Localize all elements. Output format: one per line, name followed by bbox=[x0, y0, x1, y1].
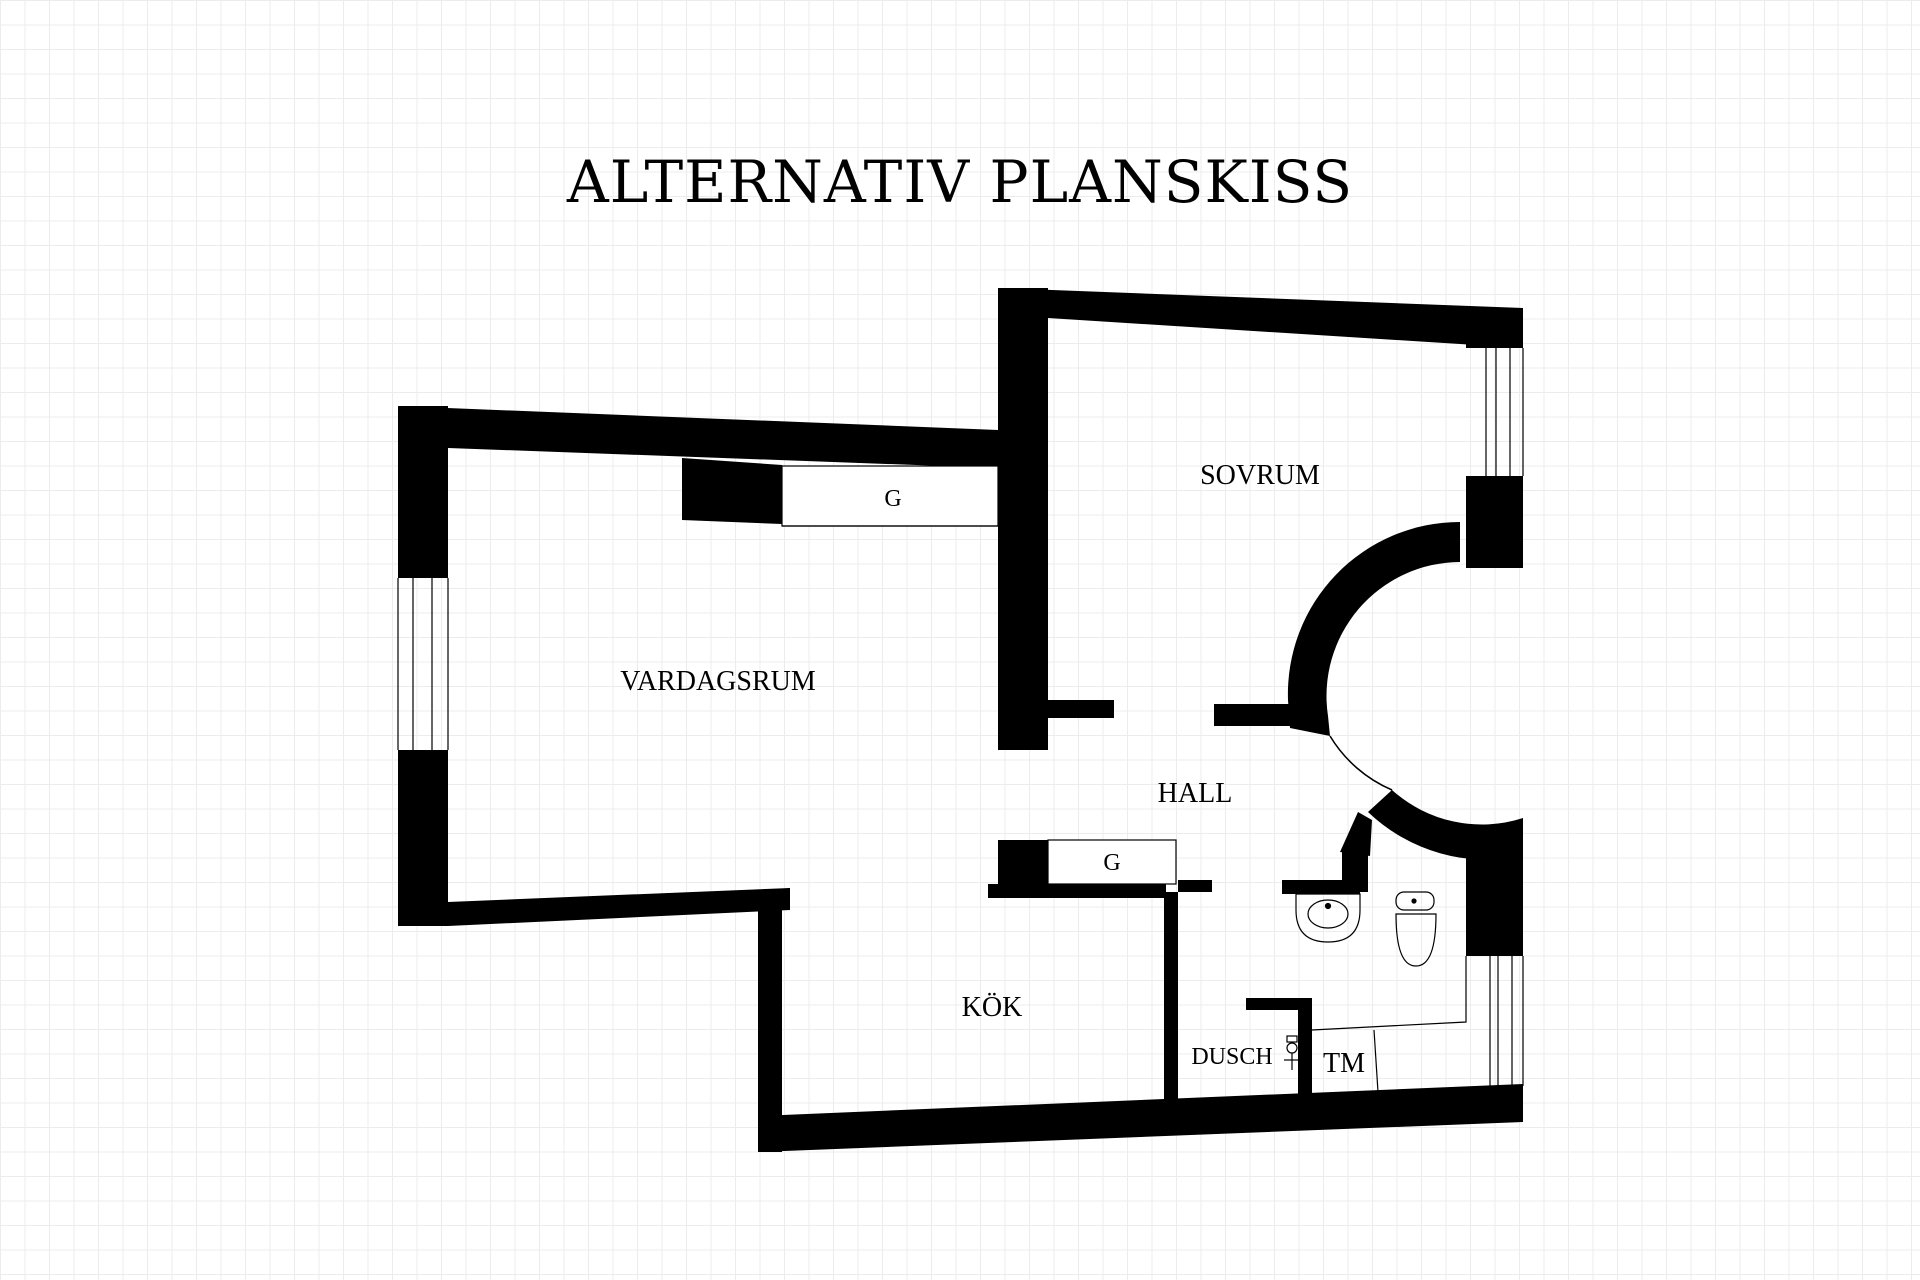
window-west bbox=[397, 578, 449, 750]
living-west-wall-lower bbox=[398, 750, 448, 926]
bedroom-north-wall bbox=[998, 288, 1523, 348]
bedroom-east-wall-mid bbox=[1466, 476, 1523, 568]
window-bath-east bbox=[1489, 956, 1524, 1086]
central-wall bbox=[998, 288, 1048, 750]
bedroom-stub-right bbox=[1214, 704, 1290, 726]
walls bbox=[398, 288, 1523, 1152]
bath-angled-wall bbox=[1340, 812, 1372, 856]
bath-north-wall bbox=[1282, 880, 1360, 894]
kitchen-west-wall bbox=[758, 892, 782, 1152]
room-label-dusch: DUSCH bbox=[1191, 1044, 1272, 1070]
living-south-wall-b bbox=[448, 888, 790, 926]
toilet-icon bbox=[1395, 891, 1437, 967]
chimney-block bbox=[682, 458, 782, 524]
curved-wall-arc-lower bbox=[1368, 790, 1523, 860]
room-label-tm: TM bbox=[1323, 1048, 1365, 1079]
room-label-hall: HALL bbox=[1158, 778, 1233, 809]
bath-fixtures bbox=[1284, 891, 1467, 1093]
windows bbox=[397, 348, 1524, 1086]
east-wall-lower bbox=[1466, 854, 1523, 956]
curved-wall-inner-line bbox=[1329, 735, 1393, 791]
room-labels: VARDAGSRUM SOVRUM HALL KÖK DUSCH TM bbox=[620, 460, 1365, 1079]
curved-wall-arc bbox=[1287, 522, 1460, 736]
room-label-kok: KÖK bbox=[962, 992, 1023, 1023]
tm-area-outline bbox=[1311, 956, 1467, 1031]
page-title: ALTERNATIV PLANSKISS bbox=[566, 148, 1354, 216]
bedroom-stub-left bbox=[1048, 700, 1114, 718]
tm-divider bbox=[1373, 1029, 1379, 1093]
living-north-wall bbox=[398, 406, 998, 468]
closet-lower-label: G bbox=[1103, 850, 1120, 876]
shower-partition-vertical bbox=[1298, 998, 1312, 1098]
room-label-vardagsrum: VARDAGSRUM bbox=[620, 666, 816, 697]
shower-partition-top bbox=[1246, 998, 1310, 1010]
closet-upper-label: G bbox=[884, 486, 901, 512]
curved-wall bbox=[1287, 522, 1523, 860]
kitchen-closet-pillar bbox=[998, 840, 1048, 884]
kitchen-north-wall-stub bbox=[1178, 880, 1212, 892]
window-bedroom-east bbox=[1485, 348, 1524, 476]
south-wall bbox=[758, 1084, 1523, 1152]
room-label-sovrum: SOVRUM bbox=[1200, 460, 1320, 491]
shower-icon bbox=[1284, 1035, 1300, 1070]
closet-upper: G bbox=[781, 465, 999, 527]
closet-lower: G bbox=[1047, 839, 1177, 885]
sink-icon bbox=[1295, 893, 1361, 943]
kitchen-north-wall bbox=[988, 884, 1166, 898]
bath-wall-stub bbox=[1342, 852, 1368, 892]
kitchen-bath-divider bbox=[1164, 892, 1178, 1102]
bedroom-east-wall-upper bbox=[1466, 308, 1486, 348]
